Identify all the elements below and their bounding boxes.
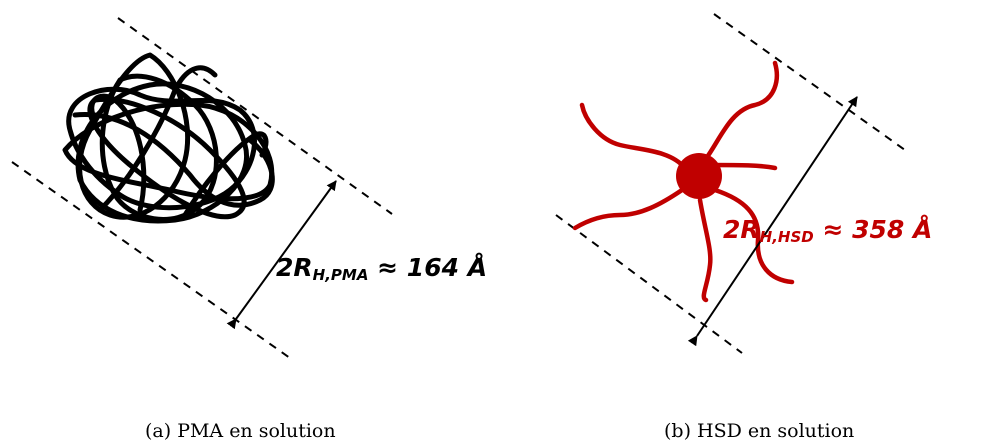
panel-b-radius-label: 2RH,HSD ≈ 358 Å [723,215,933,245]
panel-a-dimension-arrow [226,180,337,330]
panel-a-upper-boundary [117,17,393,215]
panel-b-upper-boundary [713,13,906,151]
polymer-coil [62,52,275,224]
panel-b-radius-value: ≈ 358 Å [822,215,933,244]
panel-b-caption: (b) HSD en solution [664,420,855,442]
panel-a-radius-label: 2RH,PMA ≈ 164 Å [276,253,488,283]
panel-a-lower-boundary [11,161,291,359]
panel-a-radius-prefix: 2R [276,253,313,282]
panel-b-dimension-arrow [687,96,858,347]
panel-a-diagram [11,17,393,359]
panel-a-radius-subscript: H,PMA [312,266,369,284]
panel-b-radius-subscript: H,HSD [759,228,814,246]
panel-a-radius-value: ≈ 164 Å [377,253,488,282]
star-core [676,153,722,199]
panel-a-caption: (a) PMA en solution [145,420,336,442]
panel-b-radius-prefix: 2R [723,215,760,244]
panel-b-lower-boundary [555,214,743,354]
panel-b-diagram [555,13,906,354]
star-polymer [572,60,795,303]
